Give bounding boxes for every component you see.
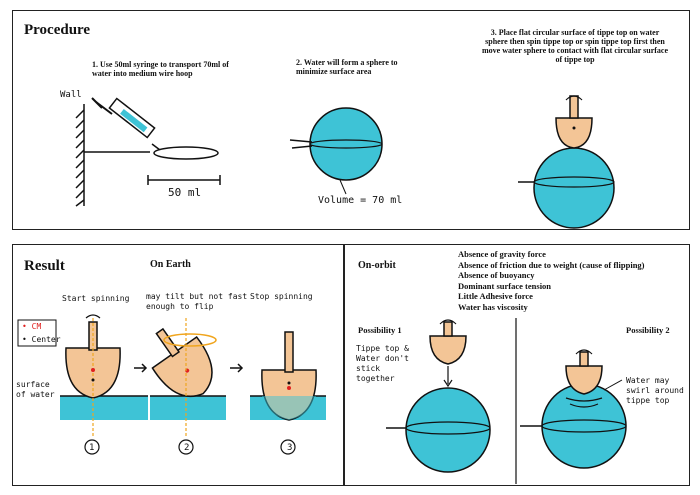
wall-graphic [75, 104, 150, 207]
tippe-top-stage2 [151, 318, 217, 436]
water-sphere-step2 [289, 107, 383, 195]
stage-label-3: Stop spinning [250, 292, 313, 301]
legend-center: • Center [22, 335, 61, 344]
stage-number-1: 1 [89, 443, 95, 453]
result-subtitle: On Earth [150, 259, 191, 270]
procedure-title: Procedure [24, 22, 91, 38]
step-3-text: 3. Place flat circular surface of tippe … [481, 28, 669, 64]
stage-1-circle [84, 439, 100, 455]
legend-cm: • CM [22, 322, 42, 331]
stage-label-1: Start spinning [62, 294, 130, 303]
stage-number-3: 3 [287, 443, 293, 453]
orbit-facts: Absence of gravity force Absence of fric… [458, 249, 645, 312]
step-1-text: 1. Use 50ml syringe to transport 70ml of… [92, 60, 229, 78]
result-title: Result [24, 258, 65, 274]
volume-label: Volume = 70 ml [318, 195, 403, 206]
measure-label: 50 ml [168, 186, 202, 199]
fact-3: Absence of buoyancy [458, 270, 535, 280]
water-surface-2 [150, 395, 226, 420]
fact-2: Absence of friction due to weight (cause… [458, 259, 645, 270]
tippe-top-step3 [518, 95, 615, 229]
possibility-1-label: Possibility 1 [358, 325, 402, 335]
measure-bracket [147, 175, 221, 185]
fact-5: Little Adhesive force [458, 291, 533, 301]
surface-label: surface of water [16, 380, 55, 399]
orbit-title: On-orbit [358, 260, 396, 271]
orbit-panel [344, 244, 690, 486]
stage-2-circle [178, 439, 194, 455]
syringe-icon [91, 97, 161, 151]
possibility-2-label: Possibility 2 [626, 325, 670, 335]
stage-number-2: 2 [184, 443, 190, 453]
fact-6: Water has viscosity [458, 301, 528, 312]
wall-label: Wall [60, 90, 82, 100]
stage-label-2: may tilt but not fast enough to flip [146, 292, 248, 311]
water-surface-1 [60, 395, 148, 420]
step-2-text: 2. Water will form a sphere to minimize … [296, 58, 398, 76]
fact-4: Dominant surface tension [458, 280, 552, 291]
possibility-1-drawing [386, 319, 491, 473]
tippe-top-stage3 [261, 331, 317, 421]
possibility-2-note: Water may swirl around tippe top [626, 376, 684, 405]
stage-3-circle [280, 439, 296, 455]
stage-arrows [134, 363, 244, 373]
possibility-2-drawing [520, 349, 627, 469]
fact-1: Absence of gravity force [458, 249, 546, 259]
tippe-top-stage1 [65, 314, 121, 436]
legend-box [17, 319, 57, 347]
wire-hoop-puddle [153, 146, 219, 160]
possibility-1-note: Tippe top & Water don't stick together [356, 344, 409, 383]
